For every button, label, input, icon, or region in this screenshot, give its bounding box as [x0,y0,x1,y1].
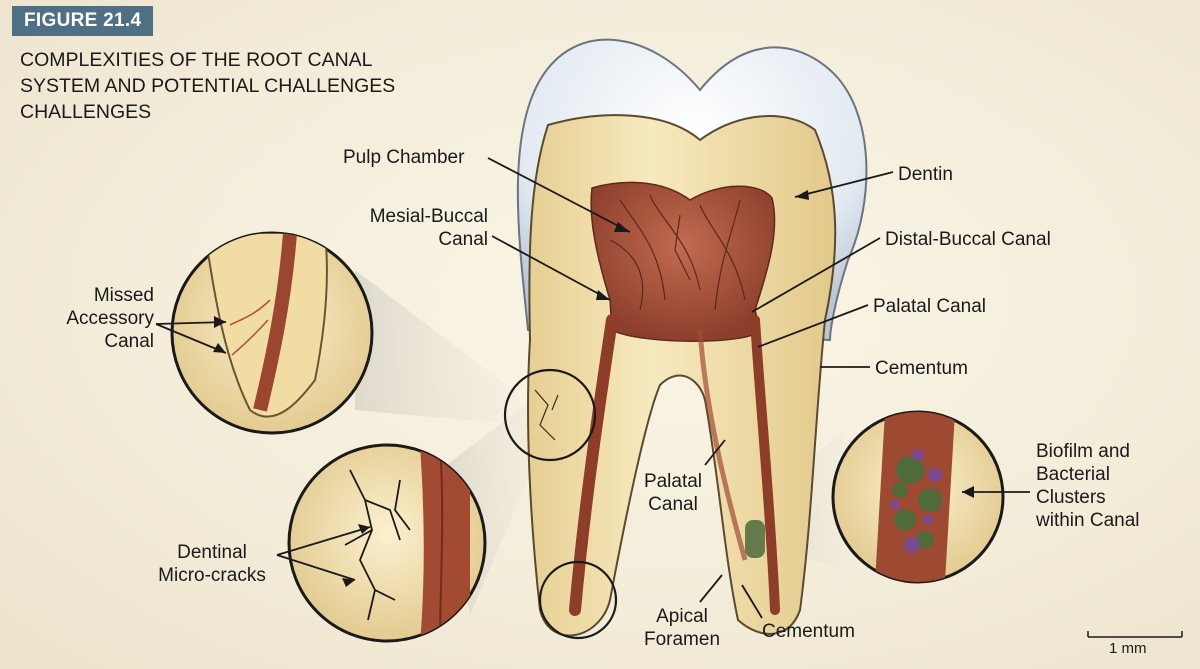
figure-title-line: CHALLENGES [20,101,152,123]
label-line: Missed [93,285,154,306]
mesial-buccal-canal-path [569,314,618,616]
label-cementum-right: Cementum [875,358,968,379]
leader-lines [155,157,1030,619]
scale-bar-label: 1 mm [1109,640,1147,657]
label-biofilm-clusters: Biofilm and Bacterial Clusters within Ca… [1036,440,1140,532]
microcrack-site-cracks [534,389,559,441]
biofilm-spot [745,520,765,558]
label-line: within Canal [1036,510,1140,531]
label-line: Clusters [1036,487,1106,508]
dentin-body [527,114,837,637]
label-line: Canal [648,494,698,515]
arrowheads [213,190,974,587]
magnifier-cone-upper [355,270,520,425]
label-line: Canal [104,331,154,352]
label-line: Canal [438,229,488,250]
figure-title: COMPLEXITIES OF THE ROOT CANAL SYSTEM AN… [20,47,520,125]
distal-buccal-canal-path [750,315,780,615]
label-line: Accessory [66,308,154,329]
label-line: Foramen [643,629,721,650]
label-line: Micro-cracks [158,565,266,586]
label-line: Palatal [643,471,703,492]
label-palatal-canal-center: Palatal Canal [628,470,718,516]
pulp-chamber [590,181,776,342]
label-dentin: Dentin [898,164,953,185]
apical-foramen-circle [538,560,618,640]
label-missed-accessory-canal: Missed Accessory Canal [40,284,154,353]
label-distal-buccal-canal: Distal-Buccal Canal [885,229,1051,250]
label-line: Dentinal [177,542,247,563]
microcrack-site-circle [503,368,597,462]
label-mesial-buccal-canal: Mesial-Buccal Canal [360,205,488,251]
figure-title-line: COMPLEXITIES OF THE ROOT CANAL [20,49,373,71]
label-dentinal-microcracks: Dentinal Micro-cracks [148,541,276,587]
palatal-canal-path [697,329,748,561]
label-line: Biofilm and [1036,441,1130,462]
figure-title-line: SYSTEM AND POTENTIAL CHALLENGES [20,75,396,97]
label-cementum-bottom: Cementum [762,621,855,642]
label-line: Bacterial [1036,464,1110,485]
scale-bar [1087,631,1183,638]
figure-number-badge: FIGURE 21.4 [12,6,154,36]
label-pulp-chamber: Pulp Chamber [343,147,465,168]
pulp-vessels [609,194,746,311]
label-line: Apical [656,606,708,627]
label-apical-foramen: Apical Foramen [632,605,732,651]
label-line: Mesial-Buccal [369,206,488,227]
label-palatal-canal-right: Palatal Canal [873,296,987,317]
